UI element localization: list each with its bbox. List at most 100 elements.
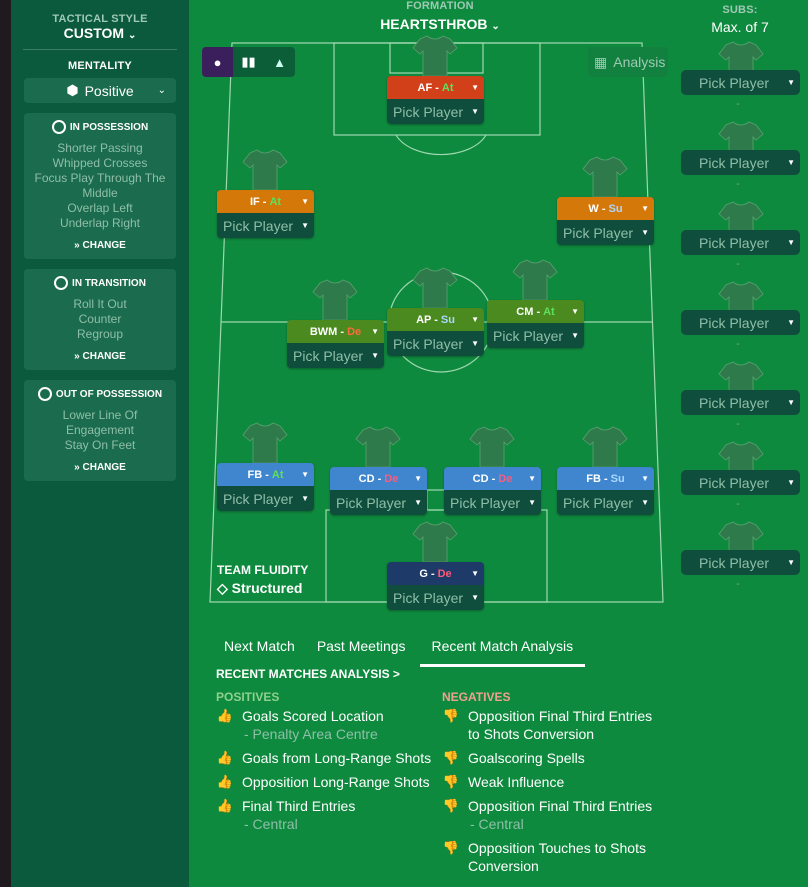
tactical-style-value: CUSTOM — [63, 25, 125, 41]
pick-player-dropdown[interactable]: Pick Player▼ — [330, 490, 427, 515]
role-selector[interactable]: FB - Su▼ — [557, 467, 654, 490]
instruction-item: Underlap Right — [59, 216, 141, 230]
team-fluidity-value: Structured — [231, 580, 303, 596]
analysis-button[interactable]: ▦Analysis — [588, 47, 668, 77]
analysis-text: Final Third Entries- Central — [242, 797, 355, 833]
position-card[interactable]: AP - Su▼Pick Player▼ — [387, 308, 484, 356]
pick-player-dropdown[interactable]: Pick Player▼ — [444, 490, 541, 515]
diamond-icon: ◇ — [217, 580, 228, 596]
shirt-icon — [718, 440, 764, 470]
player-view-icon[interactable]: ● — [202, 47, 233, 77]
position-card[interactable]: CD - De▼Pick Player▼ — [330, 467, 427, 515]
sub-pick-player-dropdown[interactable]: Pick Player▼ — [681, 310, 800, 335]
position-card[interactable]: IF - At▼Pick Player▼ — [217, 190, 314, 238]
dropdown-arrow-icon: ▼ — [641, 228, 649, 237]
instruction-item: Shorter Passing — [57, 141, 143, 155]
sub-pick-player-dropdown[interactable]: Pick Player▼ — [681, 470, 800, 495]
role-selector[interactable]: G - De▼ — [387, 562, 484, 585]
position-card[interactable]: CD - De▼Pick Player▼ — [444, 467, 541, 515]
change-button[interactable]: » CHANGE — [74, 351, 126, 362]
dropdown-arrow-icon: ▼ — [301, 221, 309, 230]
ball-icon — [51, 120, 66, 134]
pick-player-dropdown[interactable]: Pick Player▼ — [387, 585, 484, 610]
shirt-icon — [412, 520, 458, 563]
pick-player-dropdown[interactable]: Pick Player▼ — [557, 490, 654, 515]
pick-player-dropdown[interactable]: Pick Player▼ — [557, 220, 654, 245]
tactical-style-dropdown[interactable]: CUSTOM ⌄ — [11, 25, 189, 41]
team-fluidity: TEAM FLUIDITY ◇ Structured — [217, 563, 308, 597]
analysis-label: Final Third Entries — [242, 798, 356, 814]
role-name: CD - — [358, 472, 382, 485]
role-selector[interactable]: CD - De▼ — [444, 467, 541, 490]
analysis-text: Weak Influence — [468, 773, 564, 791]
dropdown-arrow-icon: ▼ — [787, 478, 795, 487]
grid-icon: ▦ — [594, 53, 608, 70]
sub-pick-player-dropdown[interactable]: Pick Player▼ — [681, 550, 800, 575]
pick-player-dropdown[interactable]: Pick Player▼ — [217, 486, 314, 511]
role-selector[interactable]: FB - At▼ — [217, 463, 314, 486]
defence-icon — [37, 387, 52, 401]
dropdown-arrow-icon: ▼ — [301, 197, 309, 206]
change-button[interactable]: » CHANGE — [74, 240, 126, 251]
sub-pick-player-dropdown[interactable]: Pick Player▼ — [681, 70, 800, 95]
duty: De — [498, 472, 513, 485]
role-name: FB - — [586, 472, 608, 485]
shirt-icon — [582, 425, 628, 468]
role-selector[interactable]: W - Su▼ — [557, 197, 654, 220]
instruction-item: Lower Line Of Engagement — [62, 408, 138, 437]
sub-pick-player-dropdown[interactable]: Pick Player▼ — [681, 390, 800, 415]
bar-chart-icon[interactable]: ▮▮ — [233, 47, 264, 77]
position-card[interactable]: G - De▼Pick Player▼ — [387, 562, 484, 610]
mentality-value: Positive — [84, 82, 134, 99]
dropdown-arrow-icon: ▼ — [571, 331, 579, 340]
role-selector[interactable]: CD - De▼ — [330, 467, 427, 490]
sub-placeholder: - — [736, 98, 740, 110]
transition-icon — [54, 276, 69, 290]
pick-player-dropdown[interactable]: Pick Player▼ — [387, 331, 484, 356]
analysis-item: 👍Final Third Entries- Central — [216, 797, 431, 833]
formation-dropdown[interactable]: HEARTSTHROB ⌄ — [330, 16, 550, 32]
role-selector[interactable]: BWM - De▼ — [287, 320, 384, 343]
analysis-item: 👎Opposition Touches to Shots Conversion — [442, 839, 662, 875]
pick-player-dropdown[interactable]: Pick Player▼ — [287, 343, 384, 368]
tab-recent-match-analysis[interactable]: Recent Match Analysis — [419, 638, 586, 667]
role-selector[interactable]: CM - At▼ — [487, 300, 584, 323]
mentality-dropdown[interactable]: ⬢Positive⌄ — [24, 78, 176, 103]
position-card[interactable]: W - Su▼Pick Player▼ — [557, 197, 654, 245]
tab-next-match[interactable]: Next Match — [224, 638, 295, 654]
dropdown-arrow-icon: ▼ — [414, 498, 422, 507]
shirt-icon — [718, 200, 764, 230]
thumbs-up-icon: 👍 — [216, 750, 234, 765]
sub-placeholder: - — [736, 578, 740, 590]
formation-label: FORMATION — [406, 0, 474, 12]
instruction-icon[interactable]: ▲ — [264, 47, 295, 77]
panel-title: IN POSSESSION — [69, 121, 149, 133]
out-of-possession-panel: OUT OF POSSESSION Lower Line Of Engageme… — [24, 380, 176, 481]
position-card[interactable]: BWM - De▼Pick Player▼ — [287, 320, 384, 368]
position-card[interactable]: AF - At▼Pick Player▼ — [387, 76, 484, 124]
thumbs-down-icon: 👎 — [442, 840, 460, 855]
change-button[interactable]: » CHANGE — [74, 462, 126, 473]
role-selector[interactable]: IF - At▼ — [217, 190, 314, 213]
shirt-icon — [242, 148, 288, 191]
role-selector[interactable]: AP - Su▼ — [387, 308, 484, 331]
analysis-text: Goalscoring Spells — [468, 749, 585, 767]
sub-pick-player-dropdown[interactable]: Pick Player▼ — [681, 230, 800, 255]
analysis-label: Opposition Long-Range Shots — [242, 774, 430, 790]
pick-player-dropdown[interactable]: Pick Player▼ — [387, 99, 484, 124]
pick-player-dropdown[interactable]: Pick Player▼ — [487, 323, 584, 348]
position-card[interactable]: CM - At▼Pick Player▼ — [487, 300, 584, 348]
divider — [23, 49, 177, 50]
role-selector[interactable]: AF - At▼ — [387, 76, 484, 99]
tab-past-meetings[interactable]: Past Meetings — [316, 638, 406, 654]
shirt-icon — [718, 120, 764, 150]
position-card[interactable]: FB - At▼Pick Player▼ — [217, 463, 314, 511]
sub-pick-player-dropdown[interactable]: Pick Player▼ — [681, 150, 800, 175]
pick-player-dropdown[interactable]: Pick Player▼ — [217, 213, 314, 238]
formation-name: HEARTSTHROB — [380, 16, 488, 32]
recent-matches-analysis-link[interactable]: RECENT MATCHES ANALYSIS > — [216, 667, 400, 681]
dropdown-arrow-icon: ▼ — [787, 238, 795, 247]
mentality-label: MENTALITY — [68, 60, 132, 72]
position-card[interactable]: FB - Su▼Pick Player▼ — [557, 467, 654, 515]
